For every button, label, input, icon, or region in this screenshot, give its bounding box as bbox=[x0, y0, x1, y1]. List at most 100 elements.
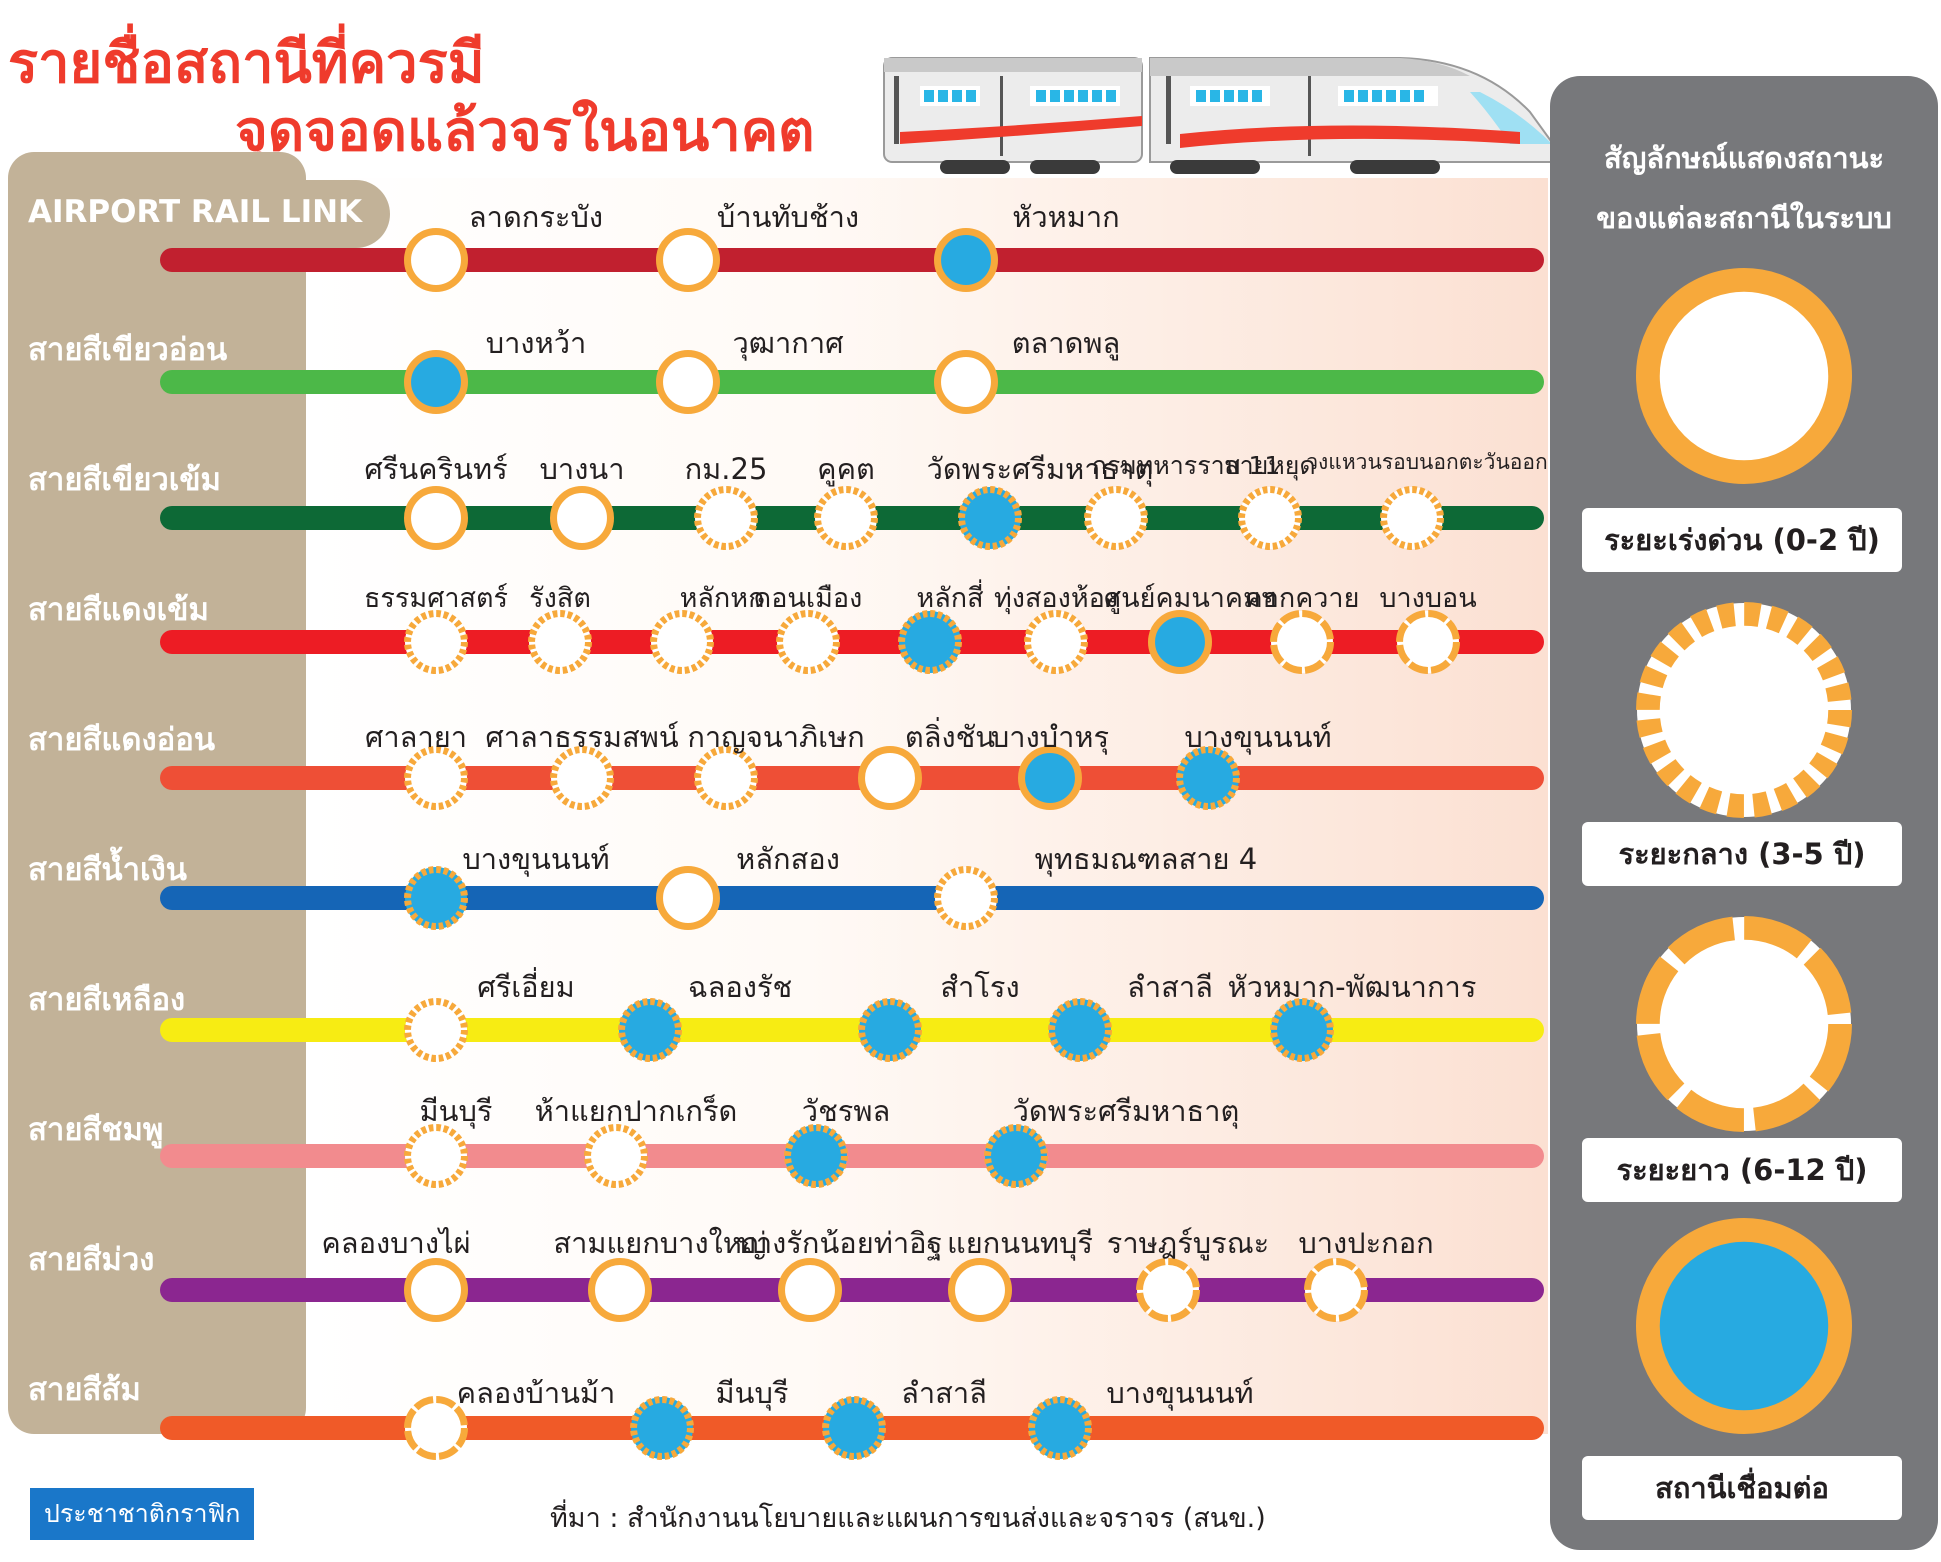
station-name: กรมทหารราบ 11 bbox=[1091, 451, 1281, 480]
station-name: บางนา bbox=[539, 452, 625, 486]
station-marker bbox=[1304, 1258, 1369, 1323]
line-label-purple: สายสีม่วง bbox=[28, 1242, 155, 1278]
station-marker bbox=[1136, 1258, 1201, 1323]
page-title-line-1: รายชื่อสถานีที่ควรมี bbox=[8, 31, 485, 96]
station-marker bbox=[1238, 485, 1303, 550]
station-name: คูคต bbox=[817, 452, 875, 486]
legend-icon-long bbox=[1635, 916, 1853, 1133]
train-illustration bbox=[883, 57, 1557, 174]
station-ring bbox=[984, 1124, 1049, 1189]
station-name: บ้านทับช้าง bbox=[716, 200, 860, 234]
station-marker bbox=[948, 1258, 1013, 1323]
station-fill bbox=[405, 747, 467, 809]
station-fill bbox=[405, 611, 467, 673]
station-name: หัวหมาก bbox=[1012, 200, 1120, 234]
station-fill bbox=[1271, 611, 1333, 673]
station-fill bbox=[1637, 603, 1851, 817]
station-fill bbox=[1239, 487, 1301, 549]
line-group-8 bbox=[160, 1258, 1544, 1323]
station-fill bbox=[1177, 747, 1239, 809]
station-marker bbox=[984, 1124, 1049, 1189]
station-marker bbox=[588, 1258, 653, 1323]
station-fill bbox=[1019, 747, 1081, 809]
legend-icons bbox=[1635, 268, 1853, 1435]
station-fill bbox=[1085, 487, 1147, 549]
station-ring bbox=[1396, 610, 1461, 675]
station-fill bbox=[785, 1125, 847, 1187]
station-marker bbox=[934, 228, 999, 293]
station-fill bbox=[1381, 487, 1443, 549]
station-ring bbox=[694, 746, 759, 811]
station-fill bbox=[1637, 269, 1851, 483]
station-name: หลักสี่ bbox=[916, 583, 984, 614]
station-fill bbox=[405, 867, 467, 929]
station-fill bbox=[1637, 917, 1851, 1131]
station-marker bbox=[1018, 746, 1083, 811]
station-ring bbox=[1024, 610, 1089, 675]
station-fill bbox=[815, 487, 877, 549]
station-name: แยกนนทบุรี bbox=[947, 1226, 1093, 1260]
station-marker bbox=[858, 746, 923, 811]
station-fill bbox=[657, 867, 719, 929]
line-label-light-green: สายสีเขียวอ่อน bbox=[28, 332, 228, 368]
station-marker bbox=[650, 610, 715, 675]
station-marker bbox=[694, 746, 759, 811]
station-ring bbox=[948, 1258, 1013, 1323]
station-name: ศรีนครินทร์ bbox=[364, 452, 508, 486]
station-fill bbox=[1029, 1397, 1091, 1459]
station-name: มีนบุรี bbox=[715, 1376, 789, 1410]
station-name: หลักหก bbox=[679, 583, 765, 614]
station-ring bbox=[656, 349, 721, 414]
line-label-dark-green: สายสีเขียวเข้ม bbox=[28, 462, 221, 498]
station-marker bbox=[1396, 610, 1461, 675]
line-names-sidebar bbox=[8, 152, 306, 1434]
station-fill bbox=[405, 1397, 467, 1459]
brand-badge: ประชาชาติกราฟิก bbox=[30, 1488, 255, 1540]
station-fill bbox=[585, 1125, 647, 1187]
station-name: บางขุนนนท์ bbox=[1106, 1376, 1254, 1410]
station-marker bbox=[1024, 610, 1089, 675]
station-fill bbox=[405, 1259, 467, 1321]
station-ring bbox=[776, 610, 841, 675]
station-fill bbox=[1049, 999, 1111, 1061]
station-ring bbox=[1635, 1218, 1853, 1435]
station-ring bbox=[858, 998, 923, 1063]
station-marker bbox=[958, 485, 1023, 550]
station-name: ฉลองรัช bbox=[687, 970, 793, 1004]
station-name: สามแยกบางใหญ่ bbox=[553, 1226, 767, 1260]
station-ring bbox=[403, 228, 468, 293]
station-marker bbox=[403, 866, 468, 931]
station-name: บางปะกอก bbox=[1298, 1226, 1434, 1260]
station-ring bbox=[934, 228, 999, 293]
station-ring bbox=[1148, 610, 1213, 675]
station-name: บางรักน้อยท่าอิฐ bbox=[737, 1226, 943, 1260]
station-name: วงแหวนรอบนอกตะวันออก bbox=[1306, 450, 1548, 474]
line-group-6 bbox=[160, 998, 1544, 1063]
station-ring bbox=[858, 746, 923, 811]
station-name: สายหยุด bbox=[1224, 451, 1316, 480]
station-fill bbox=[1137, 1259, 1199, 1321]
station-marker bbox=[550, 746, 615, 811]
station-fill bbox=[551, 747, 613, 809]
station-ring bbox=[934, 349, 999, 414]
station-fill bbox=[589, 1259, 651, 1321]
station-marker bbox=[814, 485, 879, 550]
station-ring bbox=[1270, 610, 1335, 675]
line-group-4 bbox=[160, 746, 1544, 811]
station-marker bbox=[403, 1124, 468, 1189]
station-name: สำโรง bbox=[940, 970, 1020, 1004]
station-marker bbox=[656, 349, 721, 414]
station-ring bbox=[1238, 485, 1303, 550]
station-fill bbox=[551, 487, 613, 549]
station-name: ศรีเอี่ยม bbox=[477, 970, 575, 1004]
station-ring bbox=[588, 1258, 653, 1323]
station-name: ตลิ่งชัน bbox=[904, 720, 996, 754]
station-fill bbox=[899, 611, 961, 673]
station-fill bbox=[651, 611, 713, 673]
station-fill bbox=[779, 1259, 841, 1321]
station-marker bbox=[656, 866, 721, 931]
station-ring bbox=[1304, 1258, 1369, 1323]
station-name: กาญจนาภิเษก bbox=[687, 720, 865, 754]
airport-rail-link-tab bbox=[8, 180, 390, 248]
